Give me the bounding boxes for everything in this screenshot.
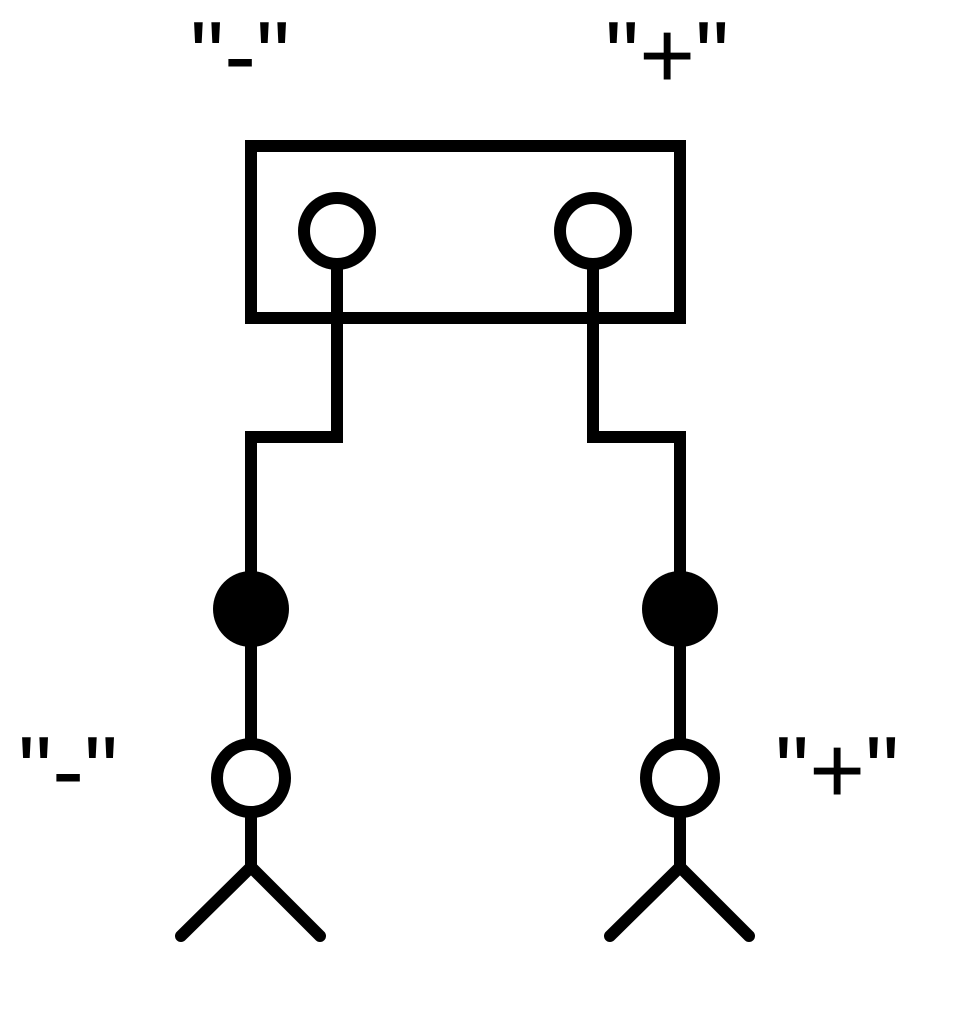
top-left-polarity-label: "-" [190,2,290,109]
positive-lead-fork [604,806,755,942]
terminal-negative [211,738,291,818]
bottom-right-polarity-label: "+" [775,717,899,824]
negative-lead-fork [175,806,326,942]
connector-housing [245,140,686,324]
filled-node-positive [642,571,718,647]
negative-wire [245,259,343,784]
bottom-left-polarity-label: "-" [18,717,118,824]
connector-pin-positive [554,192,632,270]
terminal-positive [640,738,720,818]
positive-wire [587,259,686,784]
connector-pin-negative [298,192,376,270]
top-right-polarity-label: "+" [605,2,729,109]
filled-node-negative [213,571,289,647]
